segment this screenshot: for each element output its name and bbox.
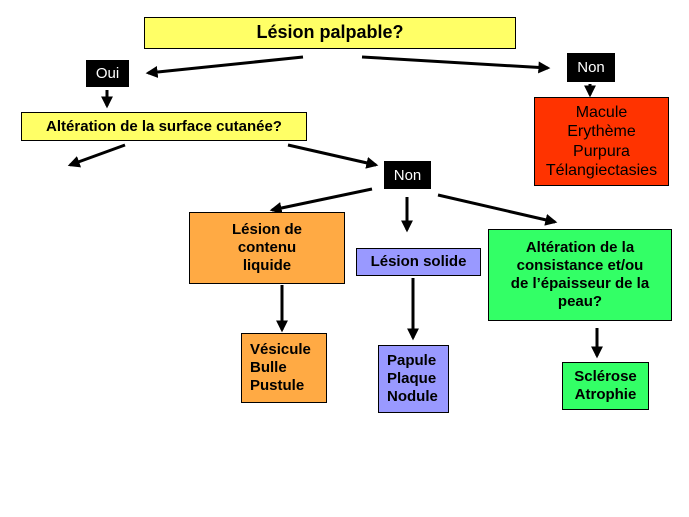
arrow-root-to-oui xyxy=(145,55,304,78)
consistency-line-4: peau? xyxy=(557,293,603,310)
liquid-line-2: contenu xyxy=(237,239,297,256)
macular-line-2: Erythème xyxy=(567,123,636,141)
node-solid-lesion: Lésion solide xyxy=(356,248,481,276)
node-macular-lesions: Macule Erythème Purpura Télangiectasies xyxy=(534,97,669,186)
node-liquid-result: Vésicule Bulle Pustule xyxy=(241,333,327,403)
solid-result-line-3: Nodule xyxy=(387,388,438,405)
macular-line-1: Macule xyxy=(575,104,628,122)
solid-result-line-2: Plaque xyxy=(387,370,437,387)
node-consistency-result: Sclérose Atrophie xyxy=(562,362,649,410)
consistency-line-2: consistance et/ou xyxy=(516,257,644,274)
arrow-surface-to-non xyxy=(287,143,379,169)
liquid-result-line-3: Pustule xyxy=(250,377,305,394)
node-surface-alteration: Altération de la surface cutanée? xyxy=(21,112,307,141)
consistency-line-1: Altération de la xyxy=(525,239,635,256)
liquid-result-line-2: Bulle xyxy=(250,359,287,376)
arrow-root-to-non xyxy=(361,55,551,74)
liquid-line-3: liquide xyxy=(242,257,292,274)
arrow-non-to-liquid xyxy=(269,187,373,214)
liquid-line-1: Lésion de xyxy=(231,221,302,238)
consistency-result-line-1: Sclérose xyxy=(574,368,637,385)
node-liquid-content: Lésion de contenu liquide xyxy=(189,212,345,284)
node-solid-result: Papule Plaque Nodule xyxy=(378,345,449,413)
consistency-result-line-2: Atrophie xyxy=(574,386,637,403)
macular-line-4: Télangiectasies xyxy=(545,161,658,179)
solid-result-line-1: Papule xyxy=(387,352,437,369)
consistency-line-3: de l’épaisseur de la xyxy=(510,275,650,292)
label-non-2: Non xyxy=(384,161,431,189)
arrow-surface-to-left xyxy=(67,143,126,168)
node-lesion-palpable: Lésion palpable? xyxy=(144,17,516,49)
liquid-result-line-1: Vésicule xyxy=(250,341,311,358)
macular-line-3: Purpura xyxy=(573,142,630,160)
node-consistency-alteration: Altération de la consistance et/ou de l’… xyxy=(488,229,672,321)
label-oui-1: Oui xyxy=(86,60,129,87)
arrow-non-to-consistency xyxy=(437,193,558,226)
label-non-1: Non xyxy=(567,53,615,82)
